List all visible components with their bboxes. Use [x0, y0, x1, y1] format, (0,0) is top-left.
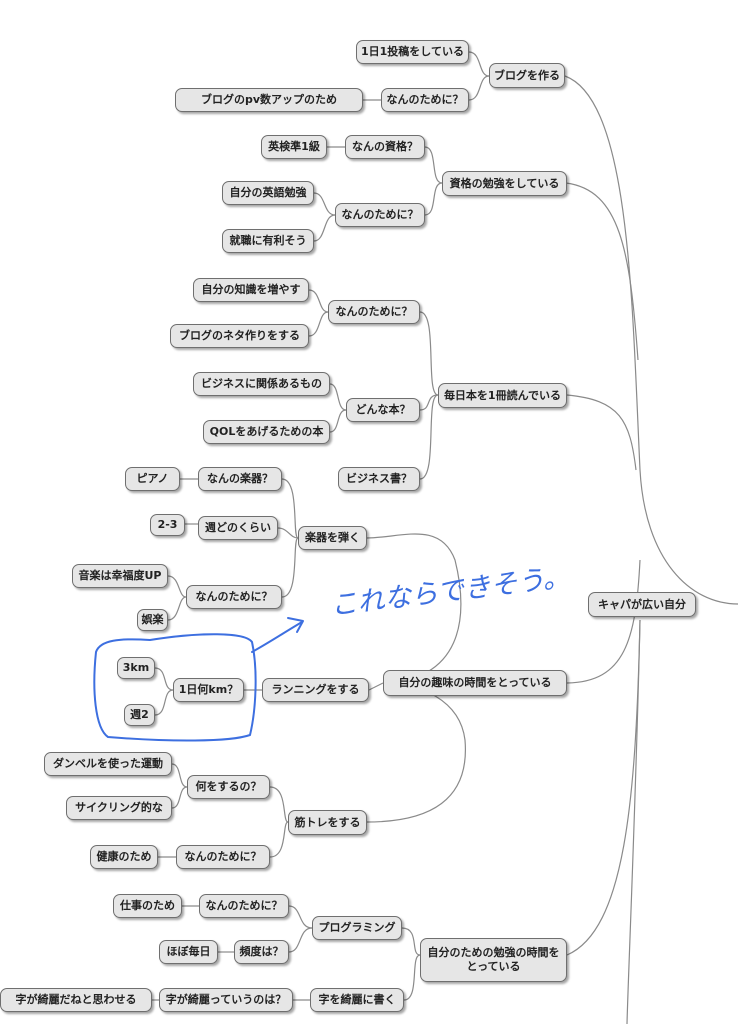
connector [288, 905, 313, 929]
node-blog-material[interactable]: ブログのネタ作りをする [170, 324, 309, 348]
node-daily-km[interactable]: 1日何km？ [173, 678, 244, 702]
connector [419, 394, 439, 480]
connector [366, 682, 466, 823]
node-instrument-why[interactable]: なんのために？ [186, 585, 282, 609]
node-books-kind[interactable]: どんな本？ [346, 398, 420, 422]
node-health[interactable]: 健康のため [90, 845, 158, 869]
node-qualification[interactable]: 資格の勉強をしている [442, 171, 567, 196]
node-training-what[interactable]: 何をするの？ [187, 775, 270, 799]
connector [566, 559, 641, 684]
connector [171, 763, 188, 788]
connector [419, 311, 439, 396]
node-qualification-why[interactable]: なんのために？ [335, 203, 425, 227]
node-cycling[interactable]: サイクリング的な [66, 796, 172, 820]
node-happiness[interactable]: 音楽は幸福度UP [72, 564, 168, 588]
node-handwriting[interactable]: 字を綺麗に書く [310, 988, 404, 1012]
connector [366, 533, 462, 684]
node-instrument[interactable]: 楽器を弾く [298, 526, 367, 550]
connector [566, 394, 637, 471]
node-blog[interactable]: ブログを作る [489, 63, 565, 88]
central-topic-node[interactable]: キャパが広い自分 [588, 592, 696, 617]
node-blog-post-daily[interactable]: 1日1投稿をしている [356, 40, 469, 64]
node-frequency[interactable]: 頻度は？ [234, 940, 289, 964]
node-handwriting-impression[interactable]: 字が綺麗だねと思わせる [0, 988, 152, 1012]
node-training-why[interactable]: なんのために？ [176, 845, 270, 869]
connector [565, 182, 639, 361]
node-eiken[interactable]: 英検準1級 [261, 135, 327, 159]
connector [468, 75, 490, 101]
connector [329, 409, 347, 433]
connector [401, 927, 421, 956]
connector [566, 619, 641, 956]
connector [154, 667, 174, 691]
node-3km[interactable]: 3km [117, 657, 155, 679]
node-business-related[interactable]: ビジネスに関係あるもの [193, 372, 330, 396]
node-freq[interactable]: 2-3 [150, 514, 185, 536]
node-study-time[interactable]: 自分のための勉強の時間をとっている [420, 938, 567, 982]
connector [308, 289, 329, 313]
connector [468, 51, 490, 77]
connector [277, 527, 299, 539]
connector [288, 927, 313, 953]
connector [171, 786, 188, 809]
node-books[interactable]: 毎日本を1冊読んでいる [438, 383, 567, 408]
connector [281, 478, 299, 539]
node-business-book[interactable]: ビジネス書？ [338, 467, 420, 491]
node-running[interactable]: ランニングをする [262, 678, 369, 702]
connector [626, 619, 641, 1024]
node-qol-books[interactable]: QOLをあげるための本 [203, 420, 330, 444]
connector [403, 954, 421, 1001]
node-fun[interactable]: 娯楽 [137, 609, 168, 631]
node-almost-daily[interactable]: ほぼ毎日 [159, 940, 218, 964]
connector [564, 75, 738, 605]
node-training[interactable]: 筋トレをする [288, 810, 367, 835]
node-own-english[interactable]: 自分の英語勉強 [222, 181, 314, 205]
node-blog-why[interactable]: なんのために？ [381, 88, 469, 112]
connector [368, 682, 384, 691]
node-hobby-time[interactable]: 自分の趣味の時間をとっている [383, 670, 567, 696]
node-piano[interactable]: ピアノ [125, 467, 180, 491]
connector [313, 192, 336, 216]
node-qualification-which[interactable]: なんの資格？ [345, 135, 425, 159]
node-how-often[interactable]: 週どのくらい [198, 516, 278, 540]
connector [154, 689, 174, 716]
connector [308, 311, 329, 337]
connector [269, 821, 289, 858]
connector [329, 383, 347, 411]
node-books-why[interactable]: なんのために？ [328, 300, 420, 324]
node-job-advantage[interactable]: 就職に有利そう [222, 229, 314, 253]
node-programming[interactable]: プログラミング [312, 916, 402, 940]
connector [167, 596, 187, 621]
connector [313, 214, 336, 242]
connector [269, 786, 289, 823]
connector [167, 575, 187, 598]
node-instrument-which[interactable]: なんの楽器？ [198, 467, 282, 491]
node-programming-why[interactable]: なんのために？ [199, 894, 289, 918]
node-knowledge[interactable]: 自分の知識を増やす [193, 278, 309, 302]
connector [424, 146, 443, 184]
connector [419, 394, 439, 411]
node-blog-pv[interactable]: ブログのpv数アップのため [175, 88, 363, 112]
node-for-work[interactable]: 仕事のため [113, 894, 182, 918]
connector [281, 537, 299, 598]
node-dumbbell[interactable]: ダンベルを使った運動 [44, 752, 172, 776]
node-weekly[interactable]: 週2 [124, 704, 155, 726]
connector [424, 182, 443, 216]
node-handwriting-what[interactable]: 字が綺麗っていうのは？ [159, 988, 293, 1012]
